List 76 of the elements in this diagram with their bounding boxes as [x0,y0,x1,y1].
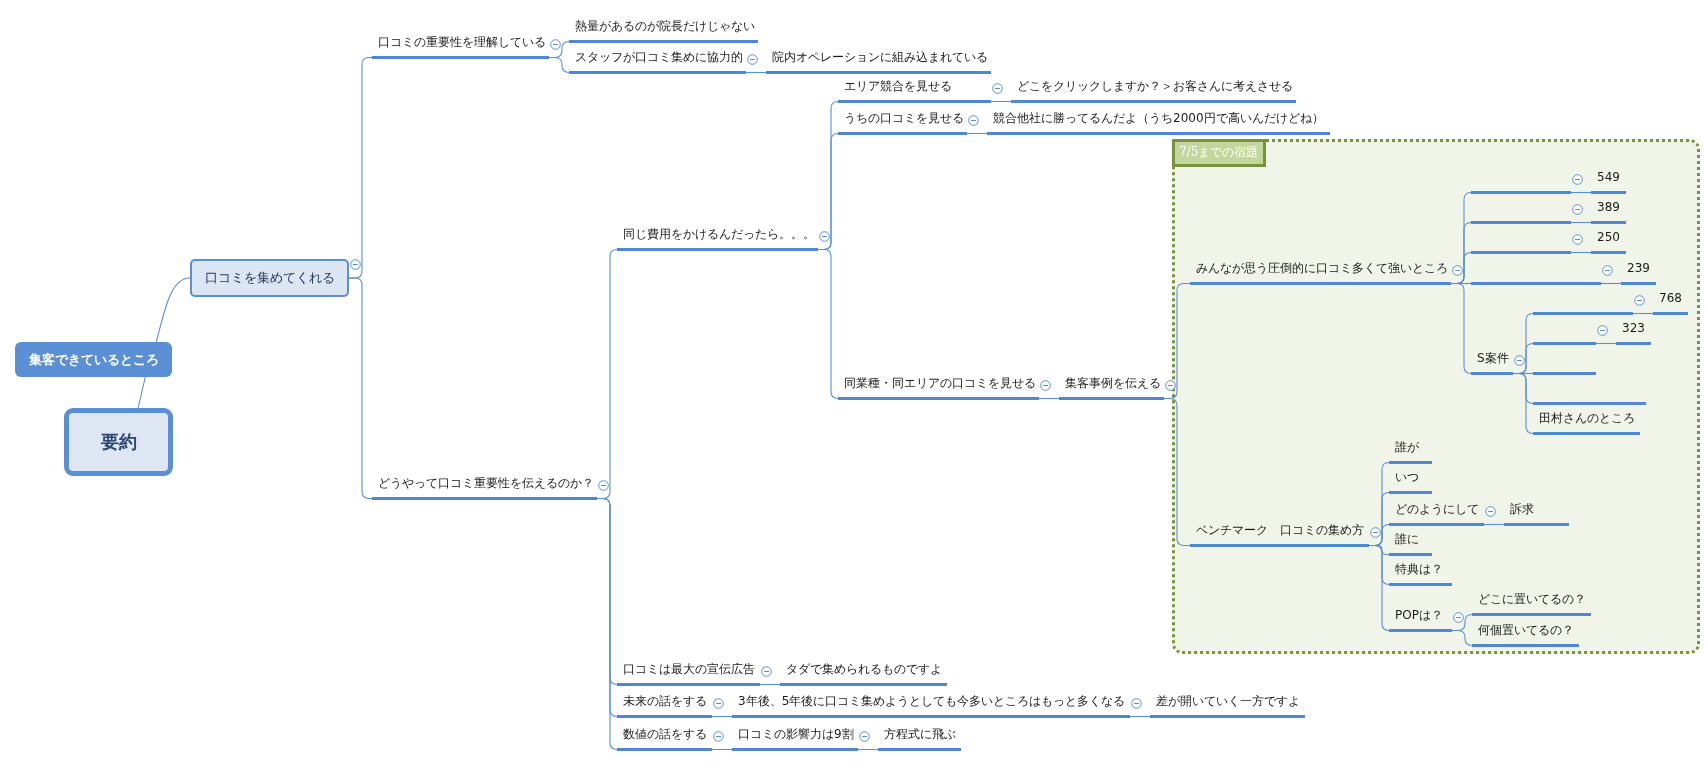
connector-line [548,56,570,74]
underlined-topic: 方程式に飛ぶ [878,722,961,751]
topic-underline [1471,221,1571,224]
connector-line [155,277,191,343]
underlined-topic: いつ [1389,465,1432,494]
connector-line [1632,312,1654,315]
underlined-topic: 口コミの影響力は9割 [732,722,858,751]
underlined-topic: 同業種・同エリアの口コミを見せる [838,371,1039,400]
connector-line [1512,372,1534,435]
connector-line [1570,191,1592,194]
connector-line [966,132,988,135]
topic-underline [1533,402,1646,405]
topic-underline [1533,342,1596,345]
underlined-topic: 訴求 [1504,497,1569,526]
connector-line [1451,629,1473,647]
connector-line [1600,282,1622,285]
underlined-topic: 田村さんのところ [1533,406,1640,435]
underlined-topic: タダで集められるものですよ [780,657,947,686]
central-topic-box: 要約 [64,408,173,476]
boundary-label: 7/5までの宿題 [1172,139,1266,167]
underlined-topic: 768 [1653,286,1688,315]
underlined-topic: どうやって口コミ重要性を伝えるのか？ [372,471,597,500]
underlined-topic: 競合他社に勝ってるんだよ（うち2000円で高いんだけどね） [987,106,1330,135]
underlined-topic: ベンチマーク 口コミの集め方 [1190,518,1369,547]
underlined-topic: 誰に [1389,527,1432,556]
topic-underline [1471,251,1571,254]
topic-underline [1471,191,1571,194]
underlined-topic: 熱量があるのが院長だけじゃない [569,14,758,43]
connector-line [1368,544,1390,632]
underlined-topic: 389 [1591,195,1626,224]
underlined-topic: 同じ費用をかけるんだったら。。。 [617,222,818,251]
underlined-topic: 239 [1621,256,1656,285]
underlined-topic: うちの口コミを見せる [838,106,967,135]
underlined-topic: S案件 [1471,346,1513,375]
underlined-topic: 差が開いていく一方ですよ [1150,689,1305,718]
underlined-topic: 323 [1616,316,1651,345]
underlined-topic: みんなが思う圧倒的に口コミ多くて強いところ [1190,256,1451,285]
connector-line [759,683,781,686]
connector-line [711,748,733,751]
connector-line [1595,342,1617,345]
underlined-topic: どこをクリックしますか？＞お客さんに考えさせる [1011,74,1296,103]
underlined-topic: 数値の話をする [617,722,712,751]
connector-line [745,71,767,74]
underlined-topic: 口コミは最大の宣伝広告 [617,657,760,686]
topic-box: 集客できているところ [15,342,172,377]
connector-line [1450,282,1472,375]
connector-line [1483,523,1505,526]
boundary-area [1172,139,1700,654]
underlined-topic: 院内オペレーションに組み込まれている [766,45,991,74]
underlined-topic: 549 [1591,165,1626,194]
underlined-topic: 3年後、5年後に口コミ集めようとしても今多いところはもっと多くなる [732,689,1130,718]
connector-line [137,376,146,409]
connector-line [1570,221,1592,224]
underlined-topic: 特典は？ [1389,557,1452,586]
topic-underline [1471,282,1601,285]
underlined-topic: 口コミの重要性を理解している [372,30,549,59]
connector-line [857,748,879,751]
underlined-topic: POPは？ [1389,603,1452,632]
underlined-topic: 誰が [1389,435,1432,464]
connector-line [817,248,839,400]
topic-box: 口コミを集めてくれる [190,259,349,297]
underlined-topic: スタッフが口コミ集めに協力的 [569,45,746,74]
underlined-topic: エリア競合を見せる [838,74,991,103]
connector-line [990,100,1012,103]
underlined-topic: 集客事例を伝える [1059,371,1164,400]
connector-line [1129,715,1151,718]
underlined-topic: どのようにして [1389,497,1484,526]
underlined-topic: どこに置いてるの？ [1472,587,1591,616]
topic-underline [1533,312,1633,315]
underlined-topic: 250 [1591,225,1626,254]
underlined-topic: 何個置いてるの？ [1472,618,1579,647]
connector-line [1570,251,1592,254]
connector-line [1038,397,1060,400]
connector-line [711,715,733,718]
topic-underline [1533,372,1596,375]
underlined-topic: 未来の話をする [617,689,712,718]
